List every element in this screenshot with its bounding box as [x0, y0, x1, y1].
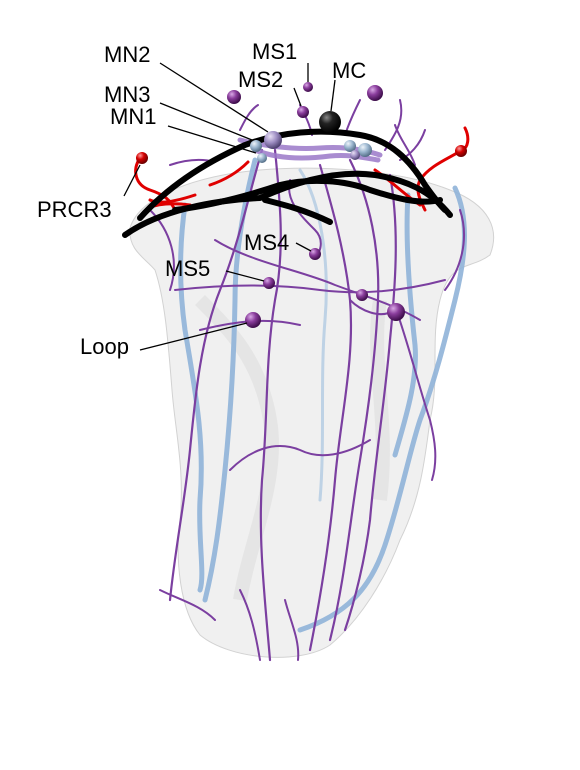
label-ms1: MS1 — [252, 39, 297, 64]
soma-ms4 — [309, 248, 321, 260]
neurite-7 — [174, 279, 446, 294]
body-surface — [129, 167, 495, 658]
somata — [136, 82, 467, 328]
neurite-2 — [259, 148, 282, 662]
neurite-3 — [308, 163, 353, 652]
label-loop: Loop — [80, 334, 129, 359]
label-mn2: MN2 — [104, 42, 150, 67]
labels: MN2 MN3 MN1 MS1 MS2 MC PRCR3 MS4 MS5 Loo… — [37, 39, 366, 359]
leader-ms4 — [295, 242, 312, 252]
soma-ms2 — [297, 106, 309, 118]
soma-mn1 — [257, 153, 267, 163]
leader-mc — [330, 79, 336, 112]
soma-upper-right — [367, 85, 383, 101]
leader-ms5 — [225, 270, 265, 282]
neurite-9 — [229, 439, 371, 471]
blue-tract-right-inner — [392, 192, 418, 458]
label-mc: MC — [332, 58, 366, 83]
leader-mn3 — [159, 102, 253, 141]
blue-tract-center — [298, 168, 328, 502]
label-prcr3: PRCR3 — [37, 197, 112, 222]
soma-right-large — [387, 303, 405, 321]
soma-red-right — [455, 145, 467, 157]
soma-loop — [245, 312, 261, 328]
label-mn1: MN1 — [110, 104, 156, 129]
soma-right-cluster-c — [350, 150, 360, 160]
neurite-13 — [169, 99, 426, 166]
soma-right-cluster-a — [344, 140, 356, 152]
leader-loop — [139, 322, 248, 351]
leader-lines — [123, 62, 336, 351]
black-neurites — [122, 128, 453, 238]
soma-prcr3 — [136, 152, 148, 164]
leader-mn2 — [159, 62, 269, 133]
soma-mn2 — [264, 131, 282, 149]
neurite-5 — [343, 173, 397, 632]
leader-mn1 — [167, 125, 257, 154]
blue-tract-left-outer — [178, 202, 205, 593]
soma-mc — [319, 111, 341, 133]
label-ms4: MS4 — [244, 230, 289, 255]
soma-upper-left — [227, 90, 241, 104]
leader-prcr3 — [123, 164, 141, 197]
black-arc-lower — [172, 177, 443, 225]
soma-mn3 — [250, 140, 262, 152]
soma-ms1 — [303, 82, 313, 92]
neurite-4 — [328, 158, 380, 642]
neurite-1 — [168, 148, 264, 602]
label-mn3: MN3 — [104, 82, 150, 107]
neurite-15 — [397, 314, 437, 481]
blue-tract-right — [297, 185, 467, 633]
label-ms5: MS5 — [165, 256, 210, 281]
soma-right-cluster-b — [358, 143, 372, 157]
body-outline — [129, 167, 495, 658]
soma-ms5 — [263, 277, 275, 289]
neurite-10 — [159, 589, 300, 661]
label-ms2: MS2 — [238, 67, 283, 92]
soma-middle — [356, 289, 368, 301]
black-arc-upper — [137, 128, 448, 221]
leader-ms2 — [293, 87, 302, 107]
